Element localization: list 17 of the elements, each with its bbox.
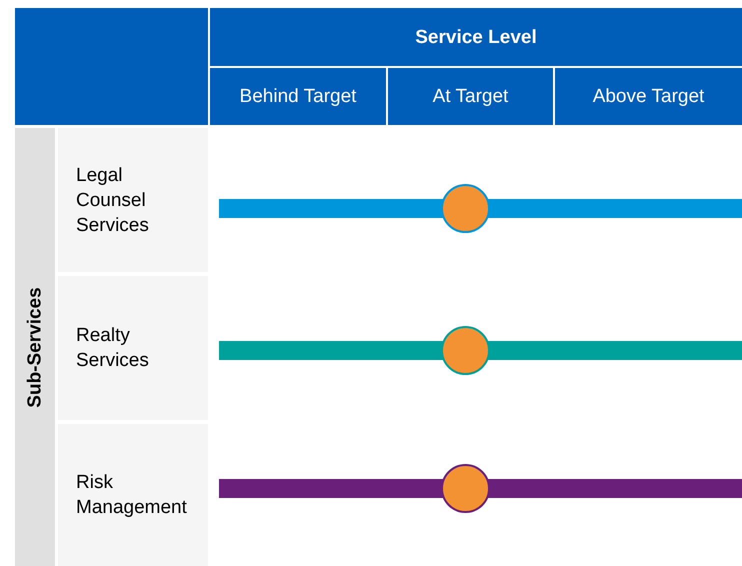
- header-corner: [15, 8, 208, 125]
- row-group-band: [15, 128, 55, 566]
- column-header: [210, 68, 386, 125]
- column-heading: At Target: [432, 85, 508, 109]
- column-heading: Behind Target: [240, 85, 356, 109]
- row-label: Realty Services: [76, 324, 150, 373]
- column-header: [388, 68, 553, 125]
- level-bar: [219, 341, 742, 360]
- column-heading: Above Target: [592, 85, 704, 109]
- level-bar: [219, 479, 742, 498]
- header-band: [210, 8, 742, 66]
- column-header: [555, 68, 742, 125]
- row-label: Risk Management: [76, 471, 188, 520]
- row-label: Legal Counsel Services: [76, 164, 150, 238]
- level-bar: [219, 199, 742, 218]
- column-heading: Service Level: [415, 26, 537, 50]
- row-group-label: Sub-Services: [24, 286, 46, 408]
